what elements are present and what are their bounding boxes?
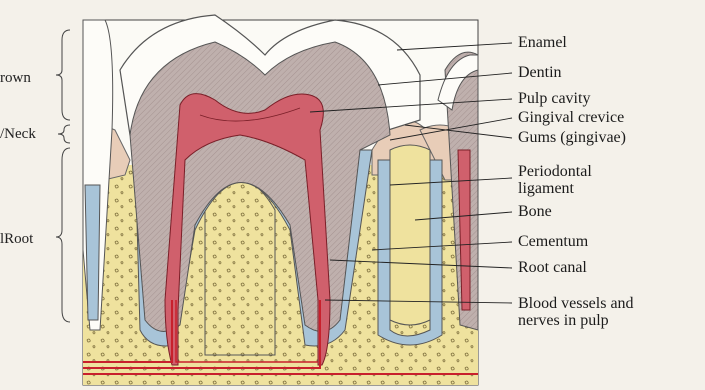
label-cementum: Cementum	[518, 234, 588, 250]
region-crown: rown	[0, 70, 31, 86]
label-enamel: Enamel	[518, 35, 567, 51]
label-blood-vessels: Blood vessels and nerves in pulp	[518, 295, 638, 329]
label-gums: Gums (gingivae)	[518, 130, 626, 146]
label-dentin: Dentin	[518, 65, 562, 81]
region-neck: /Neck	[0, 126, 36, 142]
region-root: lRoot	[0, 231, 33, 247]
label-pulp-cavity: Pulp cavity	[518, 91, 590, 107]
crown-brace	[56, 30, 70, 120]
right-neighbor-root	[390, 145, 430, 325]
label-gingival-crevice: Gingival crevice	[518, 110, 624, 126]
root-brace	[56, 148, 70, 322]
label-periodontal-ligament: Periodontal ligament	[518, 163, 623, 197]
neck-brace	[58, 125, 70, 143]
label-root-canal: Root canal	[518, 260, 587, 276]
interradicular-bone	[205, 180, 275, 355]
label-bone: Bone	[518, 204, 552, 220]
